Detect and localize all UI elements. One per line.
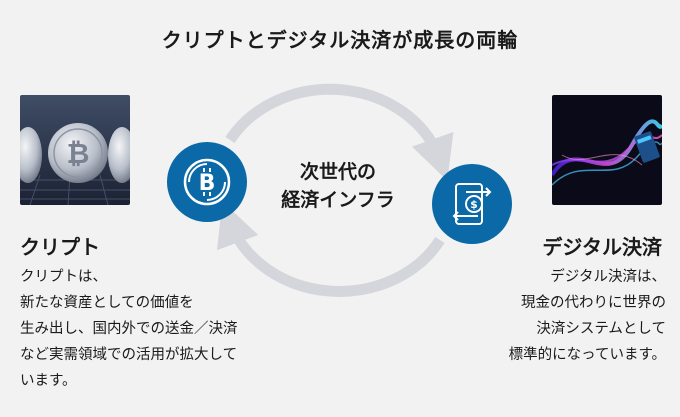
- crypto-description-line: 生み出し、国内外での送金／決済: [20, 321, 238, 337]
- top-arc-arrow: [225, 83, 454, 181]
- diagram-title: クリプトとデジタル決済が成長の両輪: [161, 28, 519, 52]
- digital-payment-description-line: デジタル決済は、: [550, 269, 666, 285]
- digital-payment-description-line: 標準的になっています。: [508, 347, 666, 363]
- digital-payment-light-photo: [552, 95, 662, 205]
- crypto-description-line: います。: [20, 373, 77, 389]
- center-label: 次世代の 経済インフラ: [268, 158, 408, 214]
- crypto-description-line: 新たな資産としての価値を: [20, 295, 194, 311]
- bitcoin-coin-icon: B: [167, 142, 247, 222]
- bottom-arc-arrow: [217, 201, 445, 297]
- svg-text:$: $: [470, 198, 478, 211]
- svg-text:B: B: [199, 171, 216, 196]
- crypto-description-line: クリプトは、: [20, 269, 107, 285]
- center-label-line-2: 経済インフラ: [281, 189, 395, 211]
- center-label-line-1: 次世代の: [299, 161, 376, 183]
- svg-text:₿: ₿: [67, 137, 90, 170]
- phone-payment-transfer-icon: $: [432, 164, 512, 244]
- crypto-heading: クリプト: [20, 235, 100, 259]
- digital-payment-description-line: 現金の代わりに世界の: [521, 295, 666, 311]
- digital-payment-description: デジタル決済は、 現金の代わりに世界の 決済システムとして 標準的になっています…: [509, 264, 666, 368]
- crypto-description: クリプトは、 新たな資産としての価値を 生み出し、国内外での送金／決済 など実需…: [20, 264, 238, 394]
- digital-payment-description-line: 決済システムとして: [536, 321, 666, 337]
- crypto-description-line: など実需領域での活用が拡大して: [20, 347, 238, 363]
- bitcoin-coins-photo: ₿: [20, 95, 130, 205]
- digital-payment-heading: デジタル決済: [542, 235, 662, 259]
